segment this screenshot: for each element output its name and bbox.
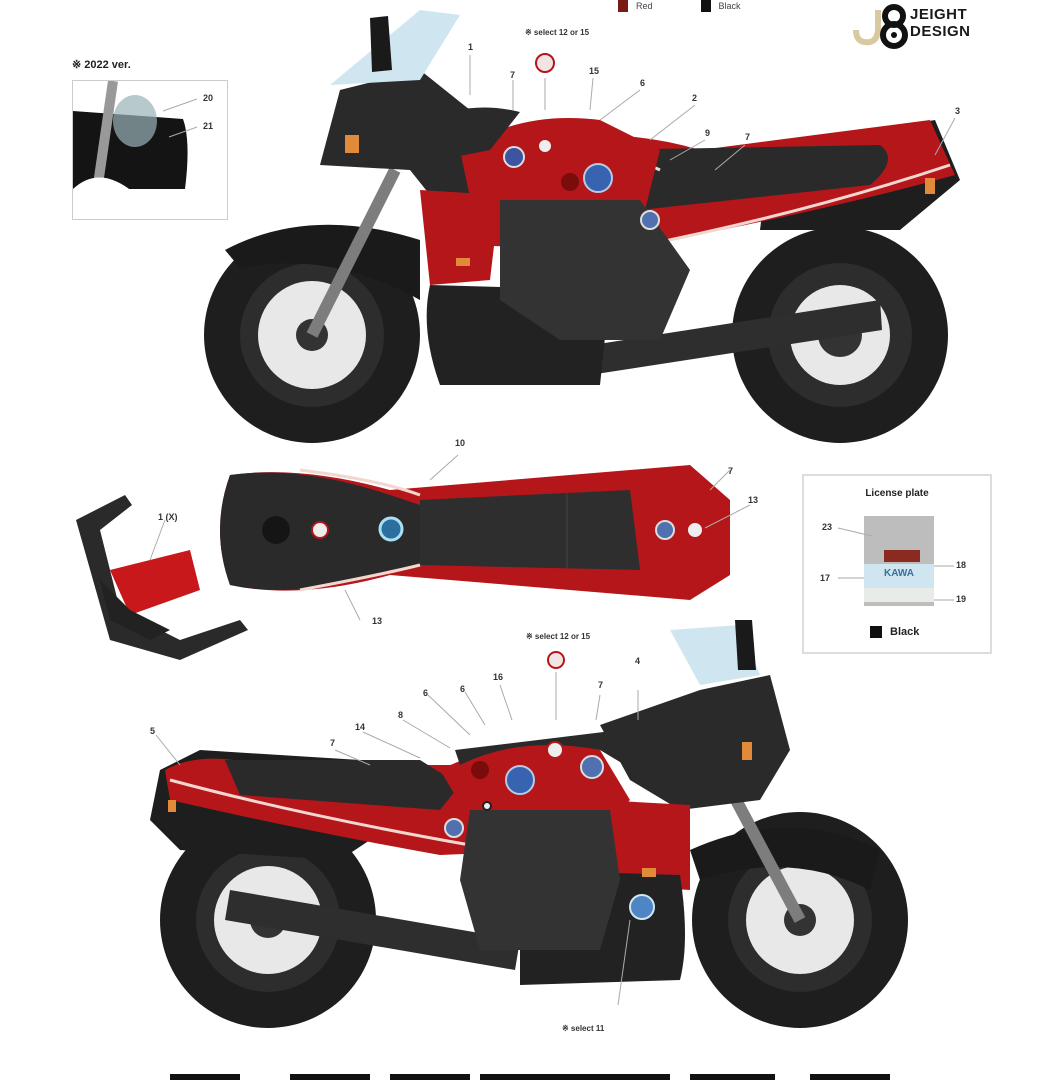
license-plate-legend: Black (870, 626, 919, 638)
callout-1: 1 (468, 42, 474, 52)
plate-legend-label: Black (890, 626, 920, 638)
top-motorcycle-illustration (204, 10, 960, 443)
callout-20: 20 (203, 93, 214, 103)
callout-21: 21 (203, 121, 214, 131)
black-swatch (700, 0, 711, 12)
legend-item-red: Red (618, 0, 653, 12)
legend-item-black: Black (700, 0, 741, 12)
color-legend: Red Black (618, 0, 741, 12)
license-plate-title: License plate (865, 488, 929, 499)
callout-7b: 7 (745, 132, 751, 142)
fender-detail-illustration (73, 81, 198, 219)
tank-top-view-illustration (220, 454, 751, 621)
select-note-bottom-bike-lower: ※ select 11 (562, 1024, 605, 1033)
callout-9: 9 (705, 128, 711, 138)
brand-name: JEIGHT DESIGN (910, 6, 971, 40)
callout-3: 3 (955, 106, 961, 116)
select-note-top-bike: ※ select 12 or 15 (525, 28, 590, 37)
cropped-bottom-strip (0, 1074, 1051, 1080)
callout-2: 2 (692, 93, 698, 103)
callout-5: 5 (150, 726, 156, 736)
callout-16: 16 (493, 672, 504, 682)
version-label: ※ 2022 ver. (72, 59, 131, 71)
license-plate-panel: License plate KAWA 23 18 17 19 Black (802, 474, 992, 654)
callout-6: 6 (640, 78, 646, 88)
inset-2022-detail: 20 21 (72, 80, 228, 220)
brand-logo: JEIGHT DESIGN (850, 4, 990, 49)
callout-1x: 1 (X) (158, 512, 178, 522)
callout-13-bottom: 13 (372, 616, 383, 626)
license-plate-illustration (837, 516, 954, 606)
callout-7c: 7 (330, 738, 336, 748)
bottom-motorcycle-illustration (150, 620, 908, 1028)
callout-6b: 6 (423, 688, 429, 698)
callout-13-right: 13 (748, 495, 759, 505)
legend-label-red: Red (636, 1, 653, 11)
callout-4: 4 (635, 656, 641, 666)
brand-line2: DESIGN (910, 23, 971, 40)
callout-10: 10 (455, 438, 466, 448)
callout-18: 18 (956, 560, 967, 570)
brand-line1: JEIGHT (910, 6, 968, 23)
plate-text: KAWA (884, 568, 914, 579)
j8-logo-icon (853, 4, 908, 49)
callout-19: 19 (956, 594, 967, 604)
callout-23: 23 (822, 522, 833, 532)
callout-15: 15 (589, 66, 600, 76)
cowl-part-illustration (76, 495, 248, 660)
callout-8: 8 (398, 710, 404, 720)
callout-7d: 7 (598, 680, 604, 690)
callout-6c: 6 (460, 684, 466, 694)
black-swatch-plate (870, 626, 882, 638)
callout-7a: 7 (510, 70, 516, 80)
callout-17: 17 (820, 573, 831, 583)
legend-label-black: Black (718, 1, 741, 11)
red-swatch (618, 0, 628, 12)
callout-7-tank: 7 (728, 466, 734, 476)
select-note-bottom-bike-top: ※ select 12 or 15 (526, 632, 591, 641)
callout-14: 14 (355, 722, 366, 732)
